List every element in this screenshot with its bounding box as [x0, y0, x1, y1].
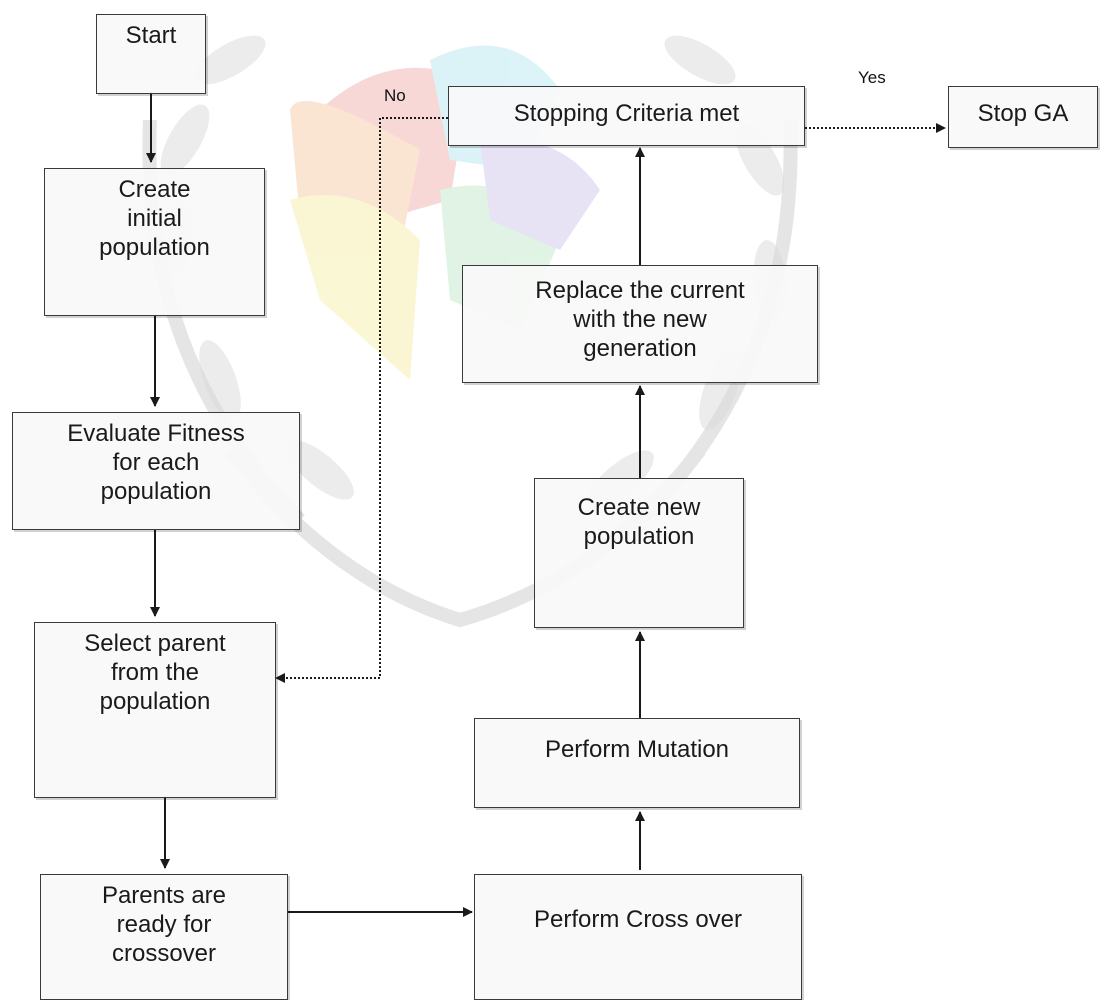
watermark-leaf: [199, 340, 241, 420]
arrow-stopping-to-select-parent: [275, 117, 448, 683]
evaluate-line-2: for each: [112, 449, 200, 476]
replace-line-2: with the new: [573, 306, 707, 333]
select-parent-line-3: population: [99, 688, 211, 715]
create-initial-line-3: population: [99, 234, 210, 261]
create-new-line-2: population: [583, 523, 695, 550]
parents-ready-line-1: Parents are: [101, 882, 227, 909]
evaluate-fitness-node: Evaluate Fitness for each population: [12, 412, 300, 530]
replace-line-3: generation: [583, 335, 697, 362]
perform-crossover-node: Perform Cross over: [474, 874, 802, 1000]
watermark-petal-purple: [480, 138, 600, 250]
create-initial-line-1: Create: [118, 176, 191, 203]
evaluate-line-1: Evaluate Fitness: [67, 420, 245, 447]
watermark-petal-yellow: [290, 195, 420, 380]
watermark-leaf: [286, 440, 354, 500]
parents-ready-line-3: crossover: [111, 940, 217, 967]
stop-ga-node: Stop GA: [948, 86, 1098, 148]
select-parent-node: Select parent from the population: [34, 622, 276, 798]
create-new-line-1: Create new: [577, 494, 701, 521]
select-parent-line-2: from the: [110, 659, 200, 686]
evaluate-line-3: population: [100, 478, 212, 505]
crossover-label: Perform Cross over: [533, 906, 743, 933]
stop-ga-label: Stop GA: [977, 100, 1069, 127]
no-edge-label: No: [384, 86, 406, 105]
create-initial-population-node: Create initial population: [44, 168, 265, 316]
parents-ready-line-2: ready for: [116, 911, 212, 938]
parents-ready-node: Parents are ready for crossover: [40, 874, 288, 1000]
stopping-criteria-node: Stopping Criteria met: [448, 86, 805, 146]
stopping-label: Stopping Criteria met: [513, 100, 740, 127]
select-parent-line-1: Select parent: [84, 630, 226, 657]
yes-edge-label: Yes: [858, 68, 886, 87]
start-node: Start: [96, 14, 206, 94]
perform-mutation-node: Perform Mutation: [474, 718, 800, 808]
mutation-label: Perform Mutation: [544, 736, 730, 763]
replace-line-1: Replace the current: [535, 277, 745, 304]
start-label: Start: [125, 22, 177, 49]
watermark-leaf: [160, 104, 210, 176]
watermark-leaf: [664, 35, 736, 85]
replace-generation-node: Replace the current with the new generat…: [462, 265, 818, 383]
create-new-population-node: Create new population: [534, 478, 744, 628]
create-initial-line-2: initial: [127, 205, 182, 232]
watermark-leaf: [194, 35, 266, 85]
